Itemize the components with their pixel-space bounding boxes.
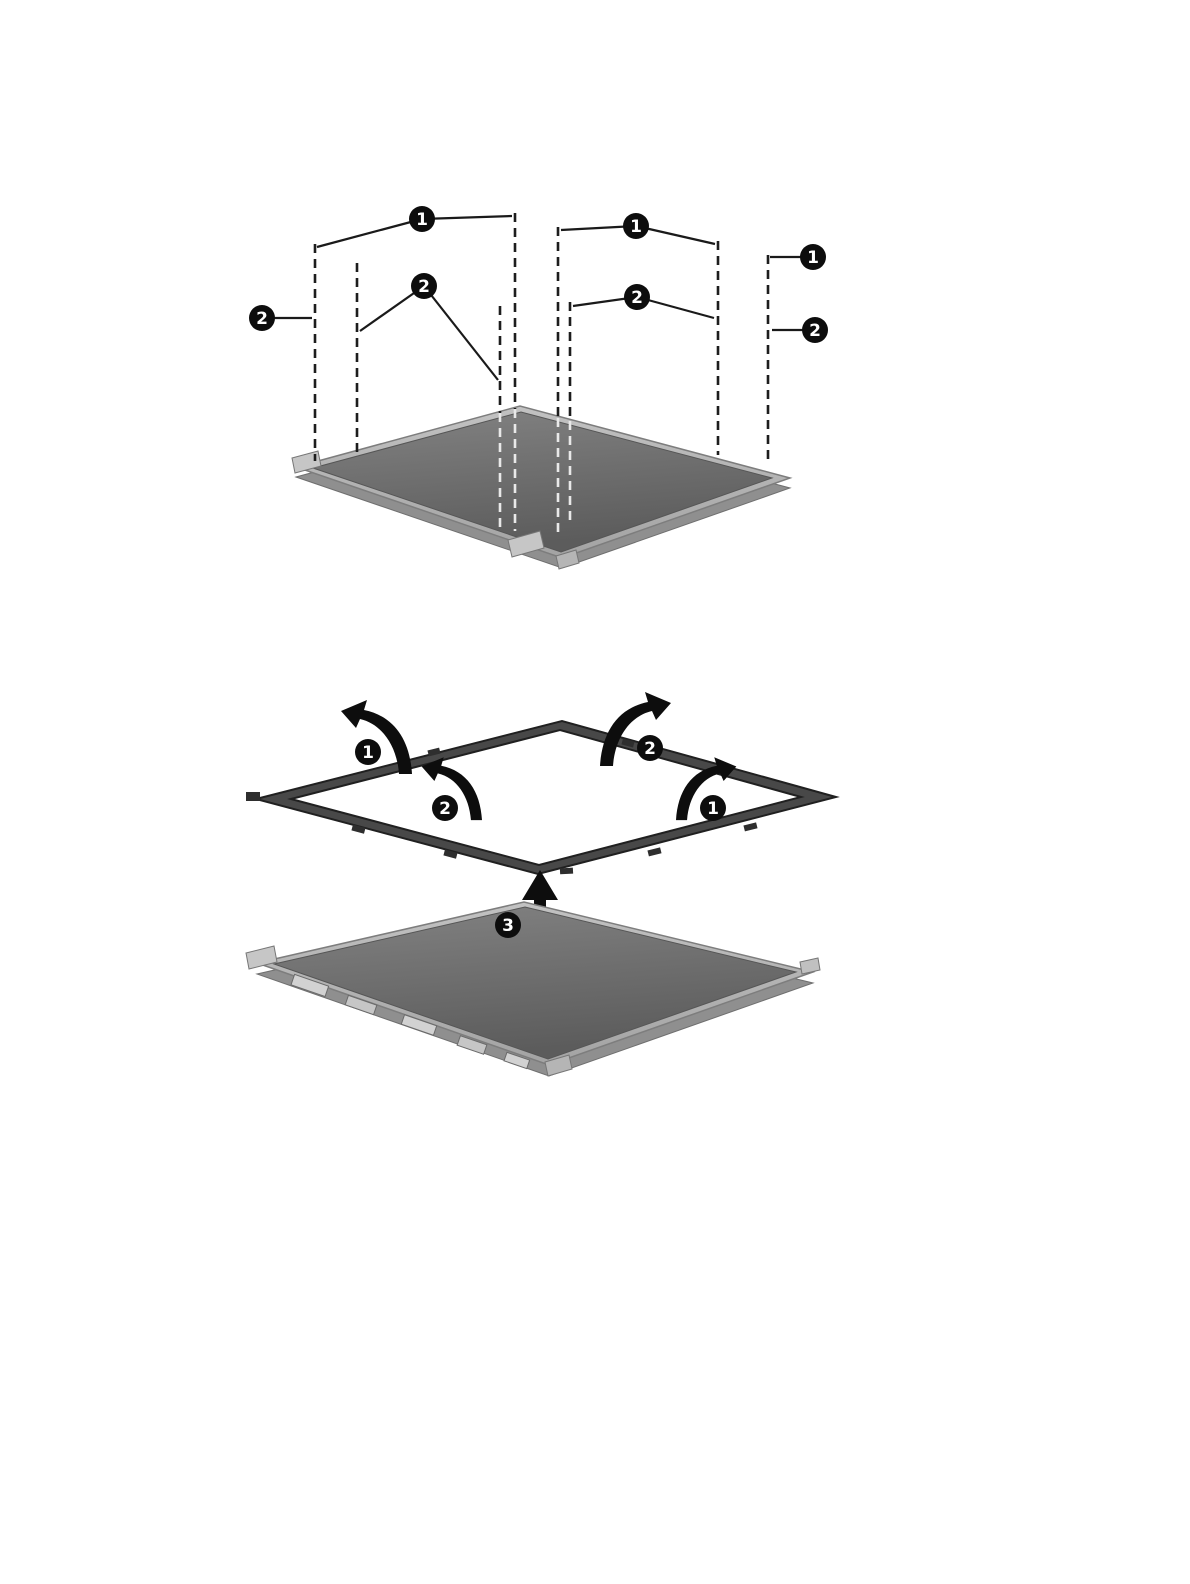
callout-label: 3: [502, 916, 514, 936]
leader-1b-right: [635, 224, 716, 246]
callout-label: 2: [631, 288, 643, 308]
bezel-corner-tab: [246, 792, 260, 801]
callout-circle: [802, 317, 828, 343]
callout-circle: [432, 795, 458, 821]
display-bezel: [252, 719, 840, 876]
bottom-diagram-bezel-removal: 1 2 2 1 3: [245, 692, 840, 1077]
callout-circle: [495, 912, 521, 938]
bezel-clips: [246, 738, 758, 875]
panel-screen-face: [272, 906, 798, 1060]
board-component: [290, 973, 330, 998]
board-component: [400, 1014, 438, 1036]
bezel-clip: [621, 738, 635, 748]
callout-circle: [700, 795, 726, 821]
leader-2a-right: [423, 285, 499, 381]
callout-label: 1: [707, 799, 719, 819]
callout-leader-lines: [262, 214, 815, 381]
callout-badge: 2: [432, 795, 458, 821]
callout-label: 1: [807, 248, 819, 268]
leader-1a-left: [316, 217, 423, 249]
bezel-clip: [351, 824, 366, 834]
display-panel: [245, 901, 821, 1077]
bezel-clip: [743, 822, 758, 832]
screw-guide-lines-over-panel: [498, 409, 572, 535]
callout-circle: [409, 206, 435, 232]
top-diagram-display-panel-screws: 1 2 1 2 1 2 2: [249, 206, 828, 570]
callout-circle: [624, 284, 650, 310]
hinge-bracket-left: [245, 945, 278, 970]
top-callouts: 1 2 1 2 1 2 2: [249, 206, 828, 343]
callout-label: 1: [362, 743, 374, 763]
callout-badge: 1: [409, 206, 435, 232]
callout-label: 1: [630, 217, 642, 237]
callout-badge: 2: [802, 317, 828, 343]
bottom-callouts: 1 2 2 1 3: [355, 735, 726, 938]
callout-badge: 2: [624, 284, 650, 310]
bezel-clip: [443, 849, 458, 859]
hinge-bracket-bottom: [544, 1054, 573, 1077]
bezel-clip: [427, 747, 441, 757]
leader-2a-left: [359, 285, 425, 332]
callout-badge: 1: [700, 795, 726, 821]
bezel-clip: [647, 847, 662, 857]
callout-badge: 3: [495, 912, 521, 938]
callout-label: 1: [416, 210, 428, 230]
callout-badge: 2: [249, 305, 275, 331]
board-component: [456, 1035, 488, 1055]
callout-badge: 2: [411, 273, 437, 299]
bezel-clip: [559, 867, 574, 875]
callout-badge: 1: [623, 213, 649, 239]
leader-1a-right: [421, 214, 513, 221]
hinge-bracket-bottom: [507, 530, 545, 558]
lift-arrow-up-left: [341, 700, 412, 774]
board-component: [503, 1051, 531, 1070]
callout-label: 2: [809, 321, 821, 341]
callout-circle: [800, 244, 826, 270]
screw-guide-lines: [313, 213, 770, 465]
callout-label: 2: [644, 739, 656, 759]
callout-circle: [411, 273, 437, 299]
panel-screen-face: [311, 411, 774, 553]
callout-circle: [355, 739, 381, 765]
callout-badge: 1: [800, 244, 826, 270]
callout-circle: [623, 213, 649, 239]
inverter-board-components: [290, 973, 531, 1070]
panel-corner-tab: [555, 549, 580, 570]
callout-badge: 2: [637, 735, 663, 761]
leader-2b-right: [636, 295, 715, 320]
panel-corner-tab: [799, 957, 821, 975]
callout-circle: [249, 305, 275, 331]
callout-circle: [637, 735, 663, 761]
board-component: [344, 994, 378, 1016]
callout-label: 2: [256, 309, 268, 329]
callout-badge: 1: [355, 739, 381, 765]
callout-label: 2: [439, 799, 451, 819]
callout-label: 2: [418, 277, 430, 297]
